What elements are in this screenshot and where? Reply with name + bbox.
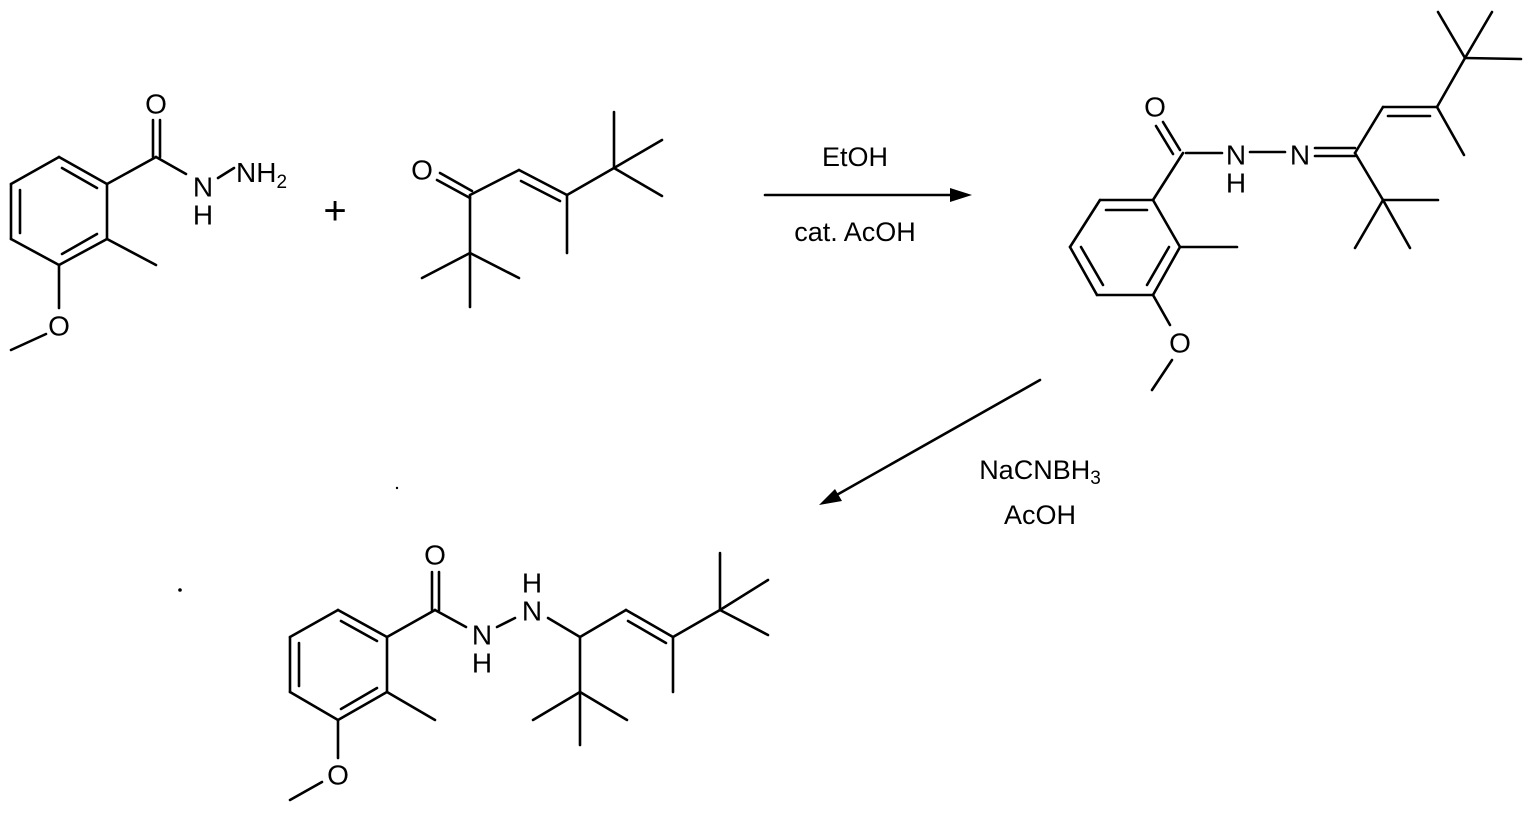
atom-label-nitrogen: N bbox=[1226, 140, 1246, 171]
atom-label-hydrogen: H bbox=[522, 568, 542, 599]
atom-label-oxygen: O bbox=[327, 760, 349, 791]
atom-label-oxygen: O bbox=[1144, 92, 1166, 123]
plus-sign: + bbox=[323, 189, 346, 233]
atom-label-oxygen: O bbox=[424, 540, 446, 571]
atom-label-hydrogen: H bbox=[1226, 168, 1246, 199]
reagent-nacnbh3: NaCNBH3 bbox=[979, 455, 1101, 489]
speck bbox=[178, 588, 182, 592]
atom-label-oxygen: O bbox=[1169, 328, 1191, 359]
arrowhead-icon bbox=[950, 188, 972, 202]
reactant-hydrazide: O N H NH2 O bbox=[9, 89, 287, 352]
intermediate-hydrazone: O N H N O bbox=[1068, 10, 1523, 392]
reagent-etoh: EtOH bbox=[822, 142, 888, 172]
reaction-arrow-2: NaCNBH3 AcOH bbox=[819, 378, 1101, 530]
atom-label-nitrogen: N bbox=[193, 172, 213, 203]
reagent-acoh: AcOH bbox=[1004, 500, 1076, 530]
reagent-cat-acoh: cat. AcOH bbox=[794, 217, 916, 247]
product-hydrazide: O N H N H O bbox=[288, 540, 770, 802]
atom-label-nitrogen: N bbox=[472, 620, 492, 651]
atom-label-hydrogen: H bbox=[472, 648, 492, 679]
atom-label-nitrogen: N bbox=[522, 596, 542, 627]
reactant-enone: O bbox=[411, 110, 664, 309]
speck bbox=[395, 486, 399, 490]
atom-label-oxygen: O bbox=[48, 311, 70, 342]
arrowhead-icon bbox=[819, 489, 842, 505]
atom-label-nh2: NH2 bbox=[236, 157, 287, 193]
reaction-arrow-1: EtOH cat. AcOH bbox=[763, 142, 972, 247]
atom-label-oxygen: O bbox=[411, 155, 433, 186]
atom-label-hydrogen: H bbox=[193, 200, 213, 231]
atom-label-oxygen: O bbox=[145, 89, 167, 120]
atom-label-nitrogen: N bbox=[1290, 140, 1310, 171]
